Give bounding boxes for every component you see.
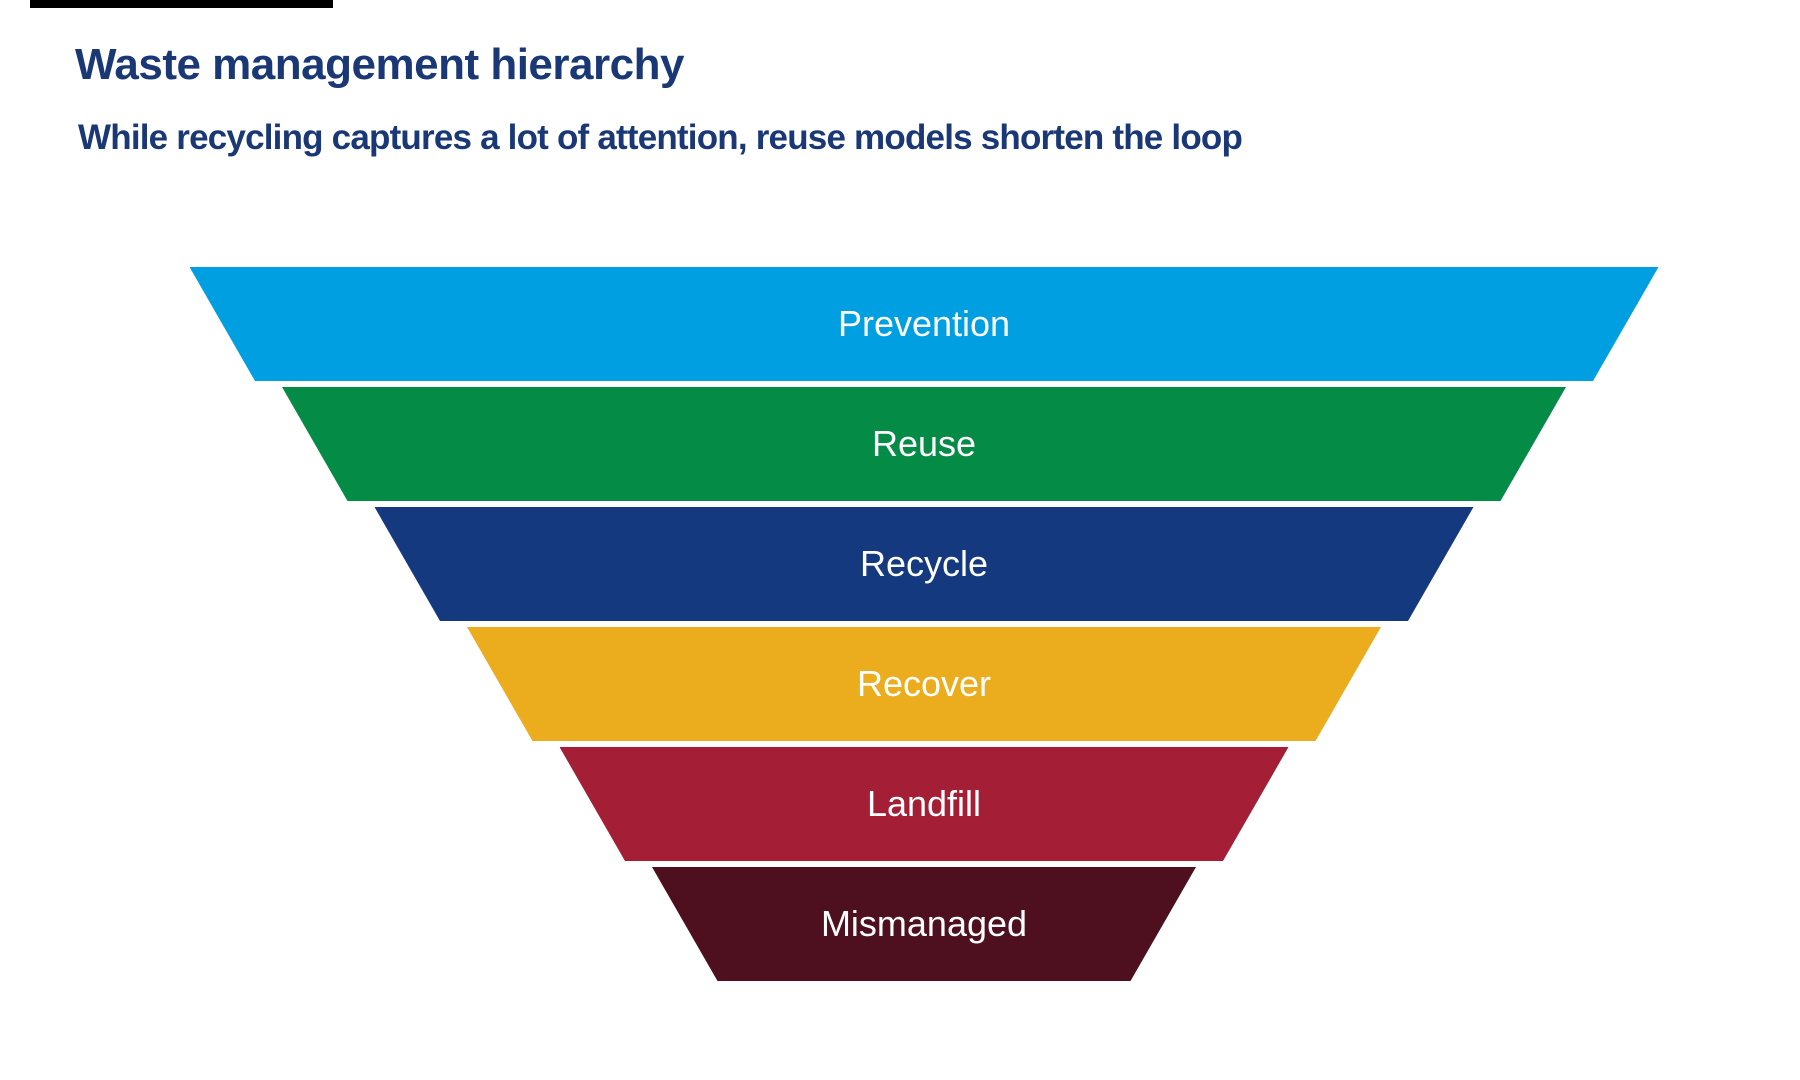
funnel-stage-mismanaged: Mismanaged — [652, 867, 1196, 981]
funnel-stage-recover: Recover — [467, 627, 1381, 741]
top-left-black-rule — [30, 0, 333, 8]
funnel-stage-label: Reuse — [871, 423, 977, 464]
funnel-stage-label: Recycle — [859, 543, 989, 584]
funnel-stage-landfill: Landfill — [560, 747, 1289, 861]
page-title: Waste management hierarchy — [75, 40, 684, 89]
funnel-stage-reuse: Reuse — [282, 387, 1566, 501]
funnel-stage-label: Landfill — [866, 783, 982, 824]
funnel-stage-label: Recover — [856, 663, 992, 704]
funnel-stage-prevention: Prevention — [190, 267, 1659, 381]
funnel-stage-label: Mismanaged — [820, 903, 1028, 944]
funnel-stage-label: Prevention — [837, 303, 1011, 344]
funnel-stage-recycle: Recycle — [375, 507, 1474, 621]
page-subtitle: While recycling captures a lot of attent… — [78, 118, 1243, 157]
